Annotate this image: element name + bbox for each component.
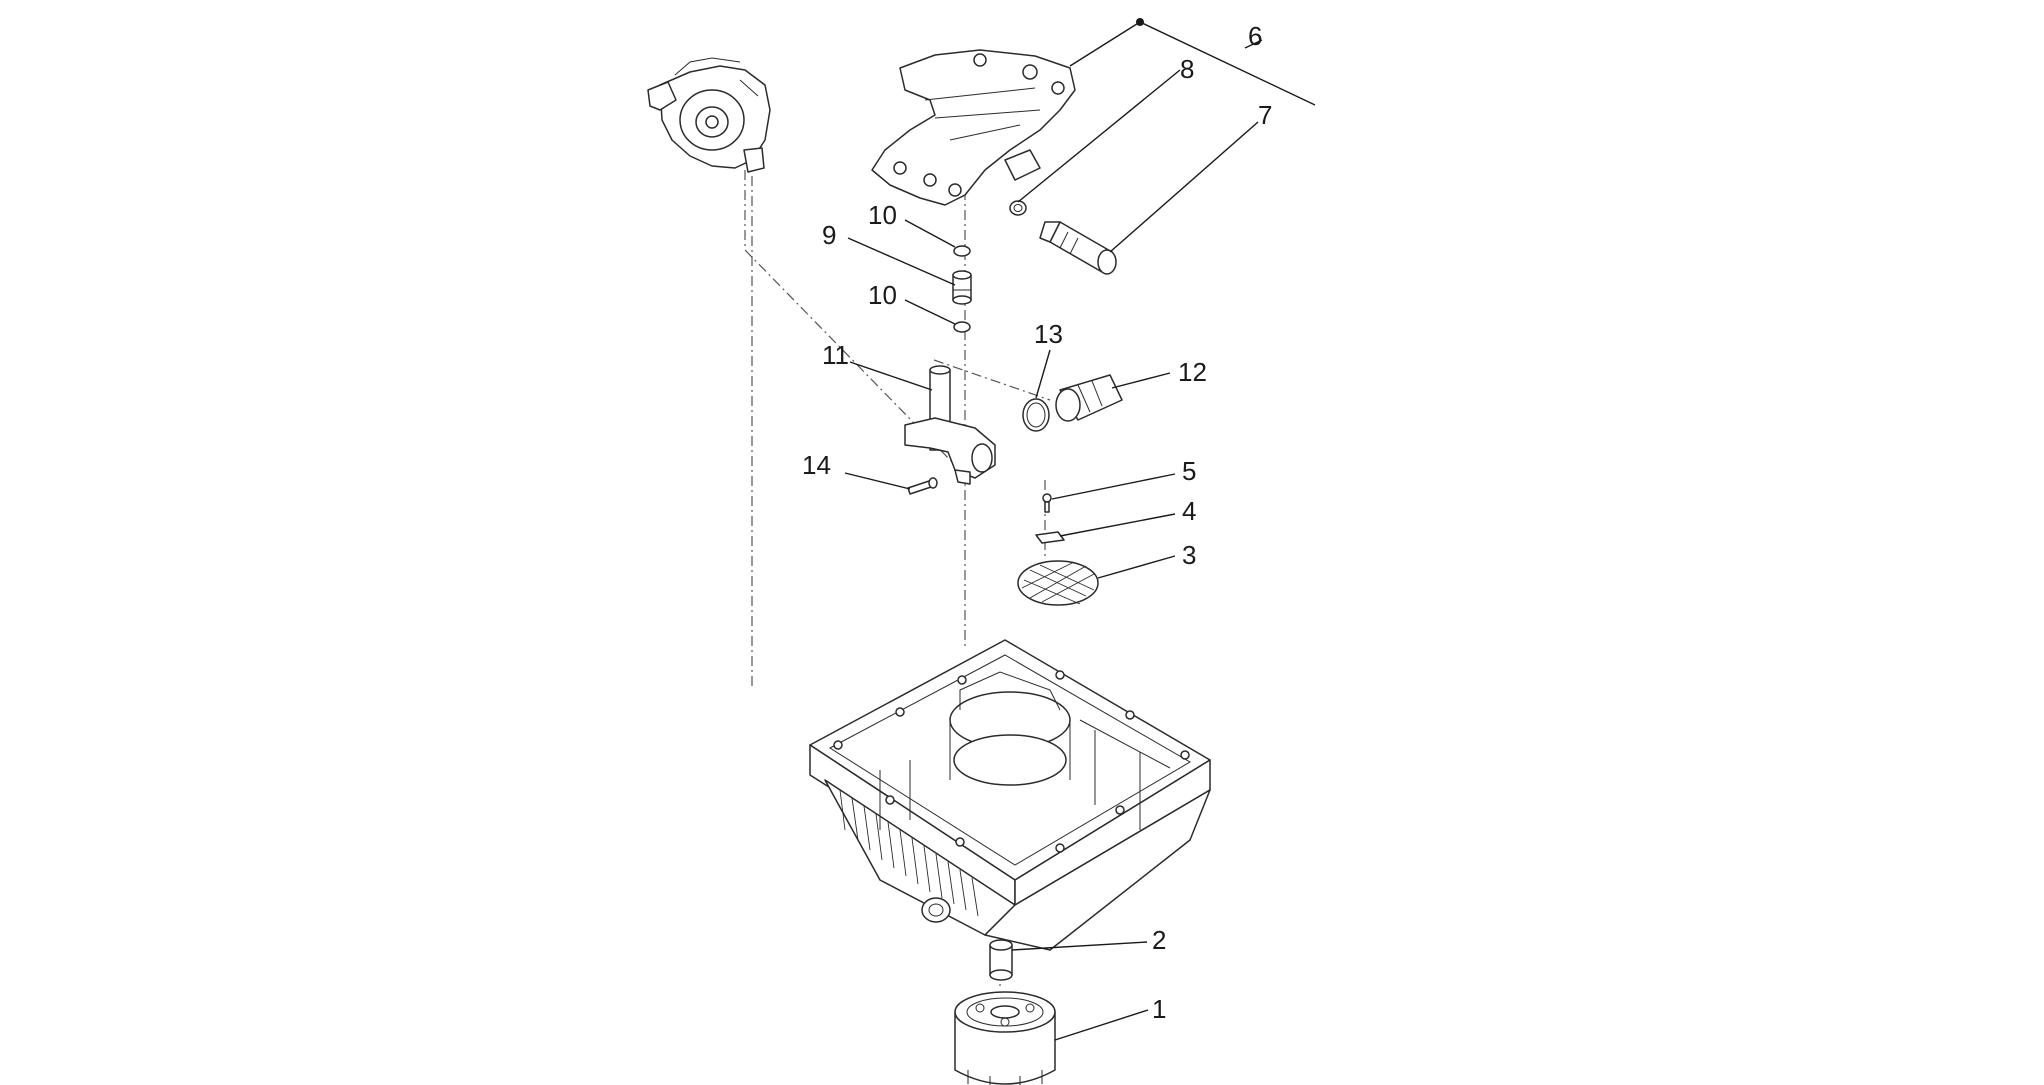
callout-labels: 6 8 7 10 9 10 11 13 12 14 5 4 3 2 1 [802,21,1272,1024]
callout-12: 12 [1178,357,1207,387]
o-ring-part-13 [1022,398,1050,432]
screen-part-3 [1017,560,1099,606]
callout-10-upper: 10 [868,200,897,230]
strainer-part-12 [1055,374,1123,422]
oil-pan [809,639,1211,951]
callout-8: 8 [1180,54,1194,84]
nipple-part-9 [952,270,972,305]
callout-13: 13 [1034,319,1063,349]
suction-pipe-part-11 [904,365,996,485]
washer-part-8 [1009,200,1027,216]
o-ring-part-10-upper [953,245,971,257]
callout-10-lower: 10 [868,280,897,310]
callout-3: 3 [1182,540,1196,570]
clip-part-4 [1035,531,1065,544]
valve-part-7 [1039,221,1117,275]
callout-4: 4 [1182,496,1196,526]
screw-part-14 [907,477,938,495]
callout-14: 14 [802,450,831,480]
nipple-part-2 [989,939,1013,981]
callout-1: 1 [1152,994,1166,1024]
callout-6: 6 [1248,21,1262,51]
leader-lines [844,18,1316,1041]
callout-7: 7 [1258,100,1272,130]
callout-11: 11 [822,340,849,370]
oil-pump-assembly [647,57,771,173]
callout-9: 9 [822,220,836,250]
callout-5: 5 [1182,456,1196,486]
oil-filter-part-1 [954,991,1056,1085]
o-ring-part-10-lower [953,321,971,333]
callout-2: 2 [1152,925,1166,955]
screw-part-5 [1042,493,1052,513]
oil-manifold-part-6 [871,49,1076,206]
